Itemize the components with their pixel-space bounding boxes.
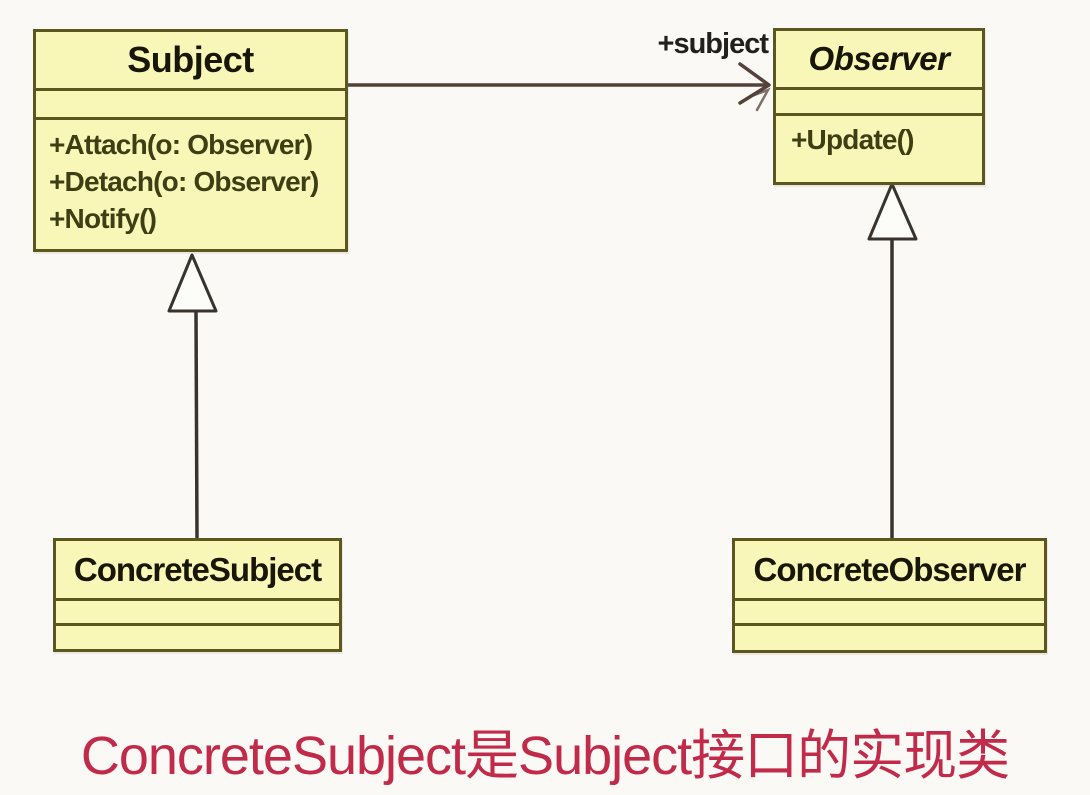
- subject-attributes-compartment: [36, 88, 345, 117]
- observer-methods-compartment: +Update(): [776, 113, 982, 182]
- method-label: +Notify(): [49, 203, 157, 234]
- class-box-concrete-subject: ConcreteSubject: [53, 538, 342, 652]
- subject-generalization-triangle-icon: [167, 253, 218, 313]
- association-open-arrowhead-icon: [738, 62, 771, 105]
- method-label: +Detach(o: Observer): [49, 166, 319, 197]
- class-name-concrete-observer: ConcreteObserver: [753, 550, 1027, 588]
- class-name-observer: Observer: [808, 40, 950, 77]
- class-name-concrete-subject: ConcreteSubject: [73, 550, 322, 588]
- association-role-label: +subject: [657, 28, 769, 60]
- caption-text: ConcreteSubject是Subject接口的实现类: [80, 726, 1010, 786]
- class-box-observer: Observer +Update(): [773, 28, 985, 185]
- concrete-subject-attributes-compartment: [56, 598, 339, 623]
- concrete-observer-attributes-compartment: [735, 598, 1044, 623]
- subject-methods-compartment: +Attach(o: Observer) +Detach(o: Observer…: [36, 117, 345, 249]
- subject-generalization-line: [194, 310, 199, 539]
- class-box-subject: Subject +Attach(o: Observer) +Detach(o: …: [33, 29, 348, 252]
- association-arrowhead-sketch-stroke: [747, 87, 771, 112]
- observer-generalization-triangle-icon: [867, 182, 918, 241]
- class-name-subject: Subject: [127, 39, 254, 80]
- concrete-subject-methods-compartment: [56, 623, 339, 649]
- observer-attributes-compartment: [776, 87, 982, 113]
- class-box-concrete-observer: ConcreteObserver: [732, 538, 1047, 653]
- concrete-observer-methods-compartment: [735, 623, 1044, 650]
- method-label: +Attach(o: Observer): [49, 129, 313, 160]
- method-label: +Update(): [791, 124, 915, 155]
